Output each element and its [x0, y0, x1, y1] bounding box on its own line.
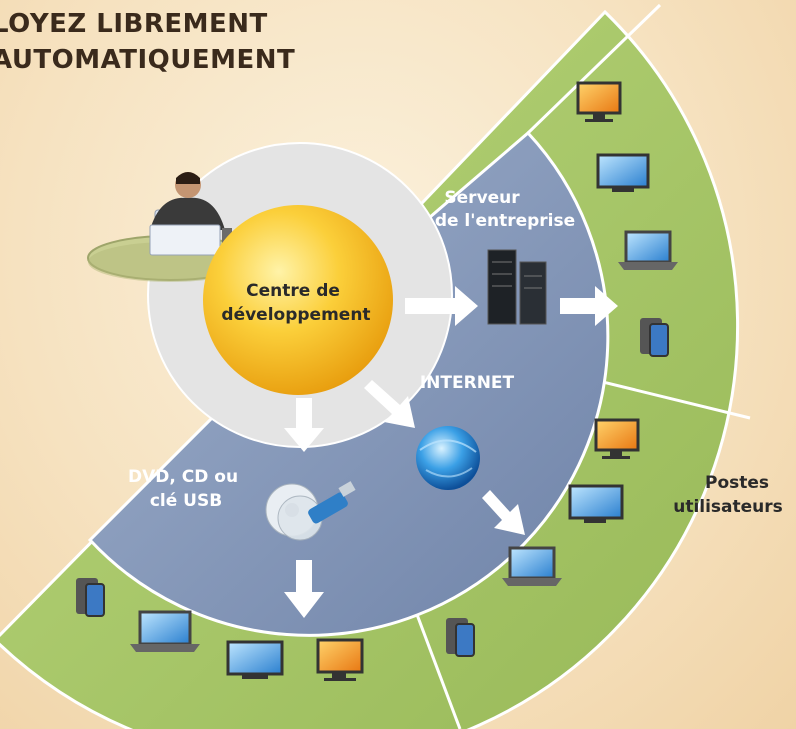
laptop-icon: [130, 610, 200, 652]
monitor-icon: [568, 484, 624, 523]
center-label: Centre de développement: [221, 281, 370, 325]
monitor-icon: [226, 640, 284, 679]
media-label: DVD, CD ou clé USB: [128, 467, 244, 511]
tablet-icon: [640, 318, 669, 357]
monitor-icon: [316, 638, 364, 681]
laptop-icon: [618, 230, 678, 270]
monitor-icon: [596, 153, 650, 192]
developer-figure: [87, 172, 253, 282]
endpoints-label: Postes utilisateurs: [673, 473, 783, 517]
flow-arrows: [284, 286, 618, 618]
center-label-line-1: Centre de: [246, 281, 340, 301]
monitor-icon: [576, 81, 622, 122]
arrow-to-server: [405, 286, 478, 326]
title-line-1: LOYEZ LIBREMENT: [0, 9, 268, 39]
development-center-disc: [203, 205, 393, 395]
arrow-media-to-devices: [284, 560, 324, 618]
monitor-icon: [594, 418, 640, 459]
server-label-line-2: de l'entreprise: [435, 211, 575, 231]
arrow-to-media: [284, 398, 324, 452]
page-title: LOYEZ LIBREMENT AUTOMATIQUEMENT: [0, 6, 295, 78]
server-label-line-1: Serveur: [444, 188, 520, 208]
tablet-icon: [446, 618, 475, 657]
internet-label: INTERNET: [420, 373, 515, 393]
media-label-line-1: DVD, CD ou: [128, 467, 238, 487]
title-line-2: AUTOMATIQUEMENT: [0, 45, 296, 75]
ring-divider-1: [526, 3, 662, 135]
server-label: Serveur de l'entreprise: [435, 188, 575, 231]
center-label-line-2: développement: [221, 305, 370, 325]
tablet-icon: [76, 578, 105, 617]
arrow-internet-to-devices: [482, 490, 525, 535]
laptop-icon: [502, 546, 562, 586]
arrow-to-internet: [364, 380, 415, 428]
endpoints-label-line-2: utilisateurs: [673, 497, 783, 517]
arrow-server-to-devices: [560, 286, 618, 326]
media-label-line-2: clé USB: [150, 491, 222, 511]
internet-globe-icon: [416, 426, 480, 490]
server-icon: [487, 249, 547, 325]
endpoints-label-line-1: Postes: [705, 473, 769, 493]
dvd-usb-icon: [265, 481, 356, 541]
device-icons: [76, 81, 678, 681]
